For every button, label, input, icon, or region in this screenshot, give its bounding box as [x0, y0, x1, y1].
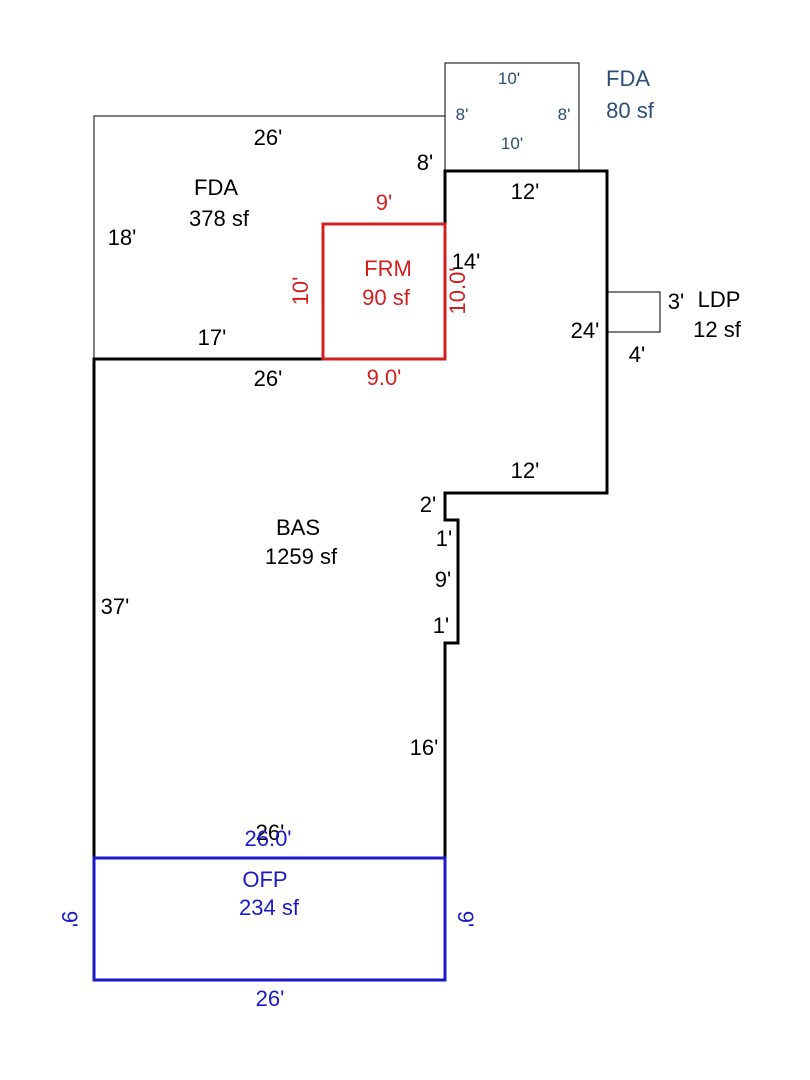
fda-small-code: FDA — [606, 66, 650, 91]
dim-frm-top: 9' — [376, 190, 392, 215]
dim-ofp-left: 9' — [57, 911, 82, 927]
dim-bas-bottom: 26' — [256, 820, 285, 845]
dim-bas-left: 37' — [101, 594, 130, 619]
dim-fda-large-bottom: 17' — [198, 325, 227, 350]
ldp-code: LDP — [698, 287, 741, 312]
ofp-outline — [92, 856, 447, 982]
bas-code: BAS — [276, 515, 320, 540]
dim-ldp-width: 4' — [629, 342, 645, 367]
dim-bas-step-width: 12' — [511, 458, 540, 483]
ofp-code: OFP — [242, 867, 287, 892]
dim-bas-lower-right: 16' — [410, 735, 439, 760]
frm-outline — [321, 222, 447, 361]
dim-fda-large-top: 26' — [254, 125, 283, 150]
dim-bas-right-upper: 14' — [452, 249, 481, 274]
dim-notch-top: 1' — [436, 526, 452, 551]
dim-fda-large-left: 18' — [108, 225, 137, 250]
fda-large-code: FDA — [194, 175, 238, 200]
dim-notch-depth: 9' — [435, 567, 451, 592]
dim-fda-small-top: 10' — [498, 69, 520, 88]
dim-frm-right: 10.0' — [445, 267, 470, 314]
fda-large-area: 378 sf — [189, 206, 250, 231]
dim-ofp-right: 9' — [453, 911, 478, 927]
dim-bas-top-right: 12' — [511, 179, 540, 204]
dim-bas-step-height: 2' — [420, 492, 436, 517]
ldp-area: 12 sf — [693, 317, 742, 342]
dim-bas-right-side: 24' — [571, 318, 600, 343]
dim-ofp-top: 26.0' — [244, 826, 291, 851]
frm-area: 90 sf — [362, 285, 411, 310]
bas-area: 1259 sf — [265, 544, 338, 569]
bas-outline — [92, 169, 609, 858]
dim-notch-bottom: 1' — [433, 613, 449, 638]
ofp-area: 234 sf — [239, 895, 300, 920]
dim-frm-bottom: 9.0' — [367, 365, 402, 390]
fda-large-outline — [93, 115, 446, 359]
dim-fda-small-right: 8' — [558, 105, 571, 124]
dim-fda-small-left: 8' — [456, 105, 469, 124]
frm-code: FRM — [364, 256, 412, 281]
dim-frm-left: 10' — [288, 277, 313, 306]
dim-ldp-height: 3' — [668, 289, 684, 314]
dim-bas-top-left: 26' — [254, 366, 283, 391]
fda-small-area: 80 sf — [606, 98, 655, 123]
ldp-outline — [607, 291, 661, 333]
dim-fda-small-bottom: 10' — [501, 134, 523, 153]
dim-ofp-bottom: 26' — [256, 986, 285, 1011]
dim-fda-large-step: 8' — [417, 150, 433, 175]
